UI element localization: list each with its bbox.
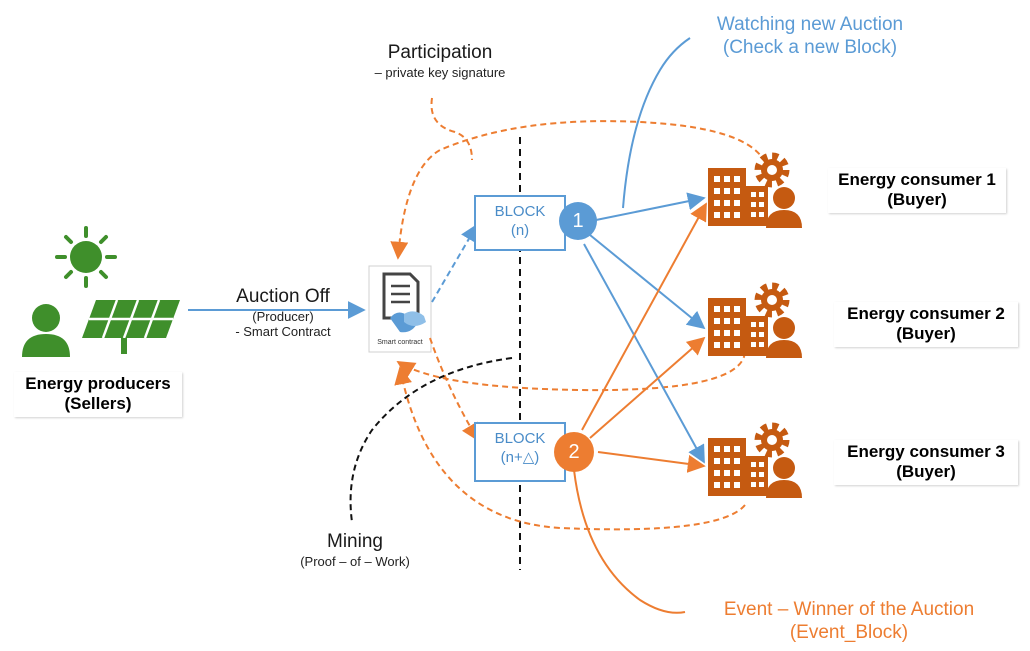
consumer-3-label: Energy consumer 3 (Buyer) xyxy=(834,440,1018,485)
producers-line2: (Sellers) xyxy=(64,394,132,414)
participation-loop-top xyxy=(390,120,769,260)
watching-line2: (Check a new Block) xyxy=(722,36,898,58)
person-icon xyxy=(22,304,70,357)
block1-to-consumer1-arrow xyxy=(595,192,706,221)
consumer-3-line1: Energy consumer 3 xyxy=(847,442,1005,461)
consumer-3-building-icon xyxy=(708,426,802,498)
mining-line2: (Proof – of – Work) xyxy=(300,553,410,569)
block2-to-consumer2-arrow xyxy=(589,336,706,439)
contract-to-block-arrow xyxy=(431,223,478,303)
block-n-delta-line1: BLOCK xyxy=(494,430,546,447)
mining-pointer xyxy=(349,357,513,523)
block-n: BLOCK (n) xyxy=(474,195,566,251)
smart-contract-line: - Smart Contract xyxy=(235,324,331,340)
energy-producers-label: Energy producers (Sellers) xyxy=(14,372,182,417)
participation-pointer xyxy=(430,97,473,161)
participation-label: Participation – private key signature xyxy=(340,42,540,80)
block-n-delta-number-badge: 2 xyxy=(554,432,594,472)
consumer-1-building-icon xyxy=(708,156,802,228)
producers-line1: Energy producers xyxy=(25,374,171,393)
block2-to-consumer3-arrow xyxy=(597,451,706,473)
block-n-number-badge: 1 xyxy=(559,202,597,240)
event-line1: Event – Winner of the Auction xyxy=(723,599,975,620)
block-n-delta-line2: (n+△) xyxy=(500,448,540,466)
consumer-1-label: Energy consumer 1 (Buyer) xyxy=(828,168,1006,213)
consumer-2-building-icon xyxy=(708,286,802,358)
participation-line1: Participation xyxy=(387,42,493,63)
consumer-1-line2: (Buyer) xyxy=(887,190,947,210)
smart-contract-icon-caption: Smart contract xyxy=(377,339,423,346)
consumer-1-line1: Energy consumer 1 xyxy=(838,170,996,189)
contract-to-block2-arrow xyxy=(429,337,479,442)
auction-off-label: Auction Off (Producer) - Smart Contract xyxy=(208,286,358,340)
event-pointer xyxy=(573,469,686,614)
block-n-delta: BLOCK (n+△) xyxy=(474,422,566,482)
participation-loop-mid xyxy=(396,351,746,392)
event-label: Event – Winner of the Auction (Event_Blo… xyxy=(684,599,1014,645)
participation-line2: – private key signature xyxy=(374,64,506,80)
consumer-2-label: Energy consumer 2 (Buyer) xyxy=(834,302,1018,347)
producer-text: (Producer) xyxy=(252,308,314,324)
mining-line1: Mining xyxy=(327,531,383,552)
contract-icon xyxy=(368,265,432,353)
consumer-2-line2: (Buyer) xyxy=(896,324,956,344)
watching-pointer xyxy=(622,37,691,209)
mining-label: Mining (Proof – of – Work) xyxy=(270,531,440,569)
event-line2: (Event_Block) xyxy=(789,621,909,643)
sun-icon xyxy=(55,226,117,288)
block1-to-consumer2-arrow xyxy=(589,234,706,330)
consumer-3-line2: (Buyer) xyxy=(896,462,956,482)
block-n-line2: (n) xyxy=(510,221,530,239)
block-n-line1: BLOCK xyxy=(494,203,546,220)
watching-line1: Watching new Auction xyxy=(716,14,904,35)
block1-to-consumer3-arrow xyxy=(583,243,705,464)
block2-to-consumer1-arrow xyxy=(581,202,707,431)
consumer-2-line1: Energy consumer 2 xyxy=(847,304,1005,323)
watching-label: Watching new Auction (Check a new Block) xyxy=(690,14,930,60)
auction-off-text: Auction Off xyxy=(236,286,330,307)
solar-panel-icon xyxy=(82,299,180,354)
